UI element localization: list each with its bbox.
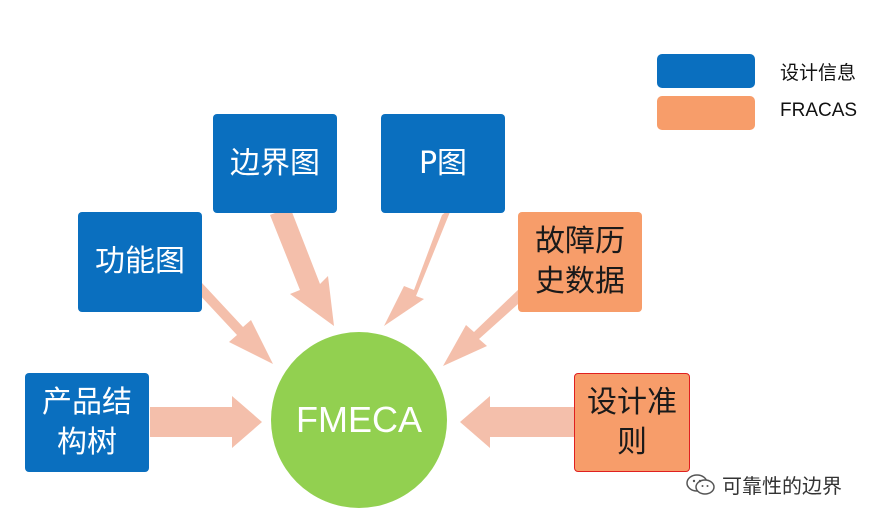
node-design-rules-line1: 设计准 <box>587 384 677 420</box>
node-boundary-diagram: 边界图 <box>213 114 337 213</box>
node-product-structure-line1: 产品结 <box>42 384 132 420</box>
node-fmeca-label: FMECA <box>296 399 422 440</box>
legend-swatch-fracas <box>657 96 755 130</box>
node-function-label: 功能图 <box>95 244 185 279</box>
node-failure-history-line1: 故障历 <box>535 224 625 259</box>
wechat-icon <box>686 473 715 495</box>
node-boundary-label: 边界图 <box>230 145 320 181</box>
node-p-diagram: P图 <box>381 114 505 213</box>
arrow-design-rules <box>460 396 576 448</box>
node-p-label: P图 <box>418 145 468 181</box>
node-design-rules: 设计准 则 <box>574 373 690 472</box>
legend-swatch-design-info <box>657 54 755 88</box>
node-product-structure: 产品结 构树 <box>25 373 149 472</box>
legend-label-fracas: FRACAS <box>780 100 858 121</box>
watermark: 可靠性的边界 <box>686 470 842 499</box>
arrow-p-diagram <box>384 207 452 326</box>
node-failure-history-line2: 史数据 <box>535 264 625 299</box>
node-failure-history: 故障历 史数据 <box>518 212 642 312</box>
arrow-function <box>196 283 273 364</box>
node-fmeca-center: FMECA <box>271 332 447 508</box>
arrow-boundary <box>270 207 334 326</box>
node-function-diagram: 功能图 <box>78 212 202 312</box>
node-design-rules-line2: 则 <box>617 424 647 460</box>
legend-label-design-info: 设计信息 <box>780 62 857 84</box>
watermark-text: 可靠性的边界 <box>722 474 842 498</box>
arrow-failure-history <box>443 288 527 366</box>
arrow-product-structure <box>150 396 262 448</box>
node-product-structure-line2: 构树 <box>57 424 117 460</box>
